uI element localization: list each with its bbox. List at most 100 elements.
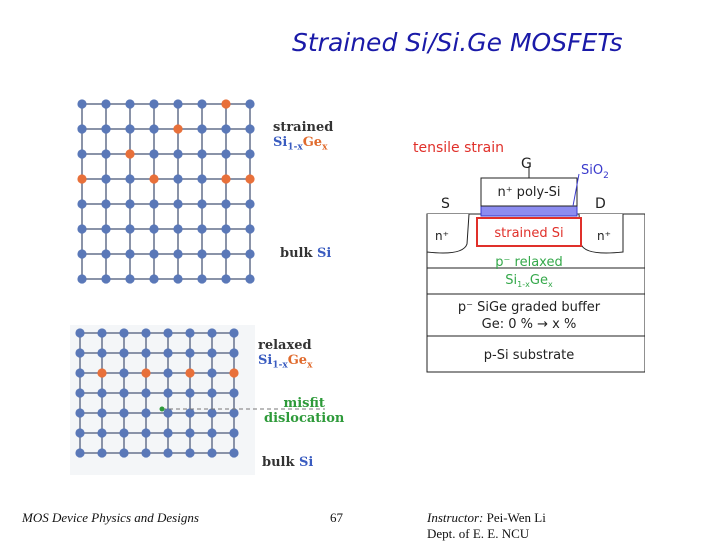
si-atom — [77, 99, 87, 109]
source-label: S — [441, 196, 450, 212]
si-atom — [77, 199, 87, 209]
si-atom — [75, 408, 85, 418]
si-atom — [221, 149, 231, 159]
ge-atom — [221, 99, 231, 109]
si-atom — [197, 124, 207, 134]
si-atom — [101, 249, 111, 259]
n-plus-right-label: n⁺ — [597, 229, 611, 243]
si-atom — [141, 408, 151, 418]
si-atom — [77, 249, 87, 259]
substrate-label: p-Si substrate — [484, 348, 574, 363]
si-atom — [119, 448, 129, 458]
si-atom — [163, 328, 173, 338]
strained-si-lattice-diagram — [77, 99, 255, 284]
si-atom — [185, 328, 195, 338]
si-atom — [119, 428, 129, 438]
ge-atom — [149, 174, 159, 184]
si-atom — [75, 348, 85, 358]
si-atom — [119, 408, 129, 418]
si-atom — [149, 149, 159, 159]
ge-atom — [77, 174, 87, 184]
si-atom — [163, 408, 173, 418]
si-atom — [197, 274, 207, 284]
si-atom — [221, 224, 231, 234]
footer-instructor: Instructor: Pei-Wen Li Dept. of E. E. NC… — [427, 510, 546, 541]
si-atom — [221, 124, 231, 134]
si-atom — [245, 274, 255, 284]
si-atom — [207, 448, 217, 458]
si-atom — [229, 388, 239, 398]
si-atom — [173, 174, 183, 184]
si-atom — [173, 149, 183, 159]
si-atom — [185, 448, 195, 458]
si-atom — [75, 368, 85, 378]
si-atom — [173, 99, 183, 109]
si-atom — [125, 99, 135, 109]
relaxed-line2-label: Si1-xGex — [505, 273, 553, 289]
si-atom — [221, 199, 231, 209]
si-atom — [101, 199, 111, 209]
si-atom — [197, 249, 207, 259]
si-atom — [197, 199, 207, 209]
si-atom — [125, 199, 135, 209]
si-atom — [229, 448, 239, 458]
si-atom — [245, 99, 255, 109]
si-atom — [185, 348, 195, 358]
si-atom — [221, 249, 231, 259]
relaxed-sige-lattice-diagram — [70, 325, 325, 475]
si-atom — [101, 174, 111, 184]
si-atom — [97, 448, 107, 458]
si-atom — [149, 199, 159, 209]
si-atom — [77, 124, 87, 134]
si-atom — [163, 388, 173, 398]
relaxed-label: relaxed Si1-xGex — [258, 338, 313, 371]
tensile-strain-label: tensile strain — [413, 140, 504, 156]
si-atom — [229, 408, 239, 418]
si-atom — [75, 388, 85, 398]
si-atom — [173, 199, 183, 209]
mosfet-cross-section-diagram: tensile strain G SiO2 S D n⁺ poly-Si n⁺ … — [405, 128, 645, 380]
si-atom — [97, 408, 107, 418]
si-atom — [141, 448, 151, 458]
si-atom — [97, 428, 107, 438]
misfit-dislocation-marker — [159, 406, 165, 412]
si-atom — [101, 124, 111, 134]
gate-oxide — [480, 205, 578, 217]
strained-label: strained Si1-xGex — [273, 120, 334, 153]
n-plus-left-label: n⁺ — [435, 229, 449, 243]
si-atom — [119, 388, 129, 398]
si-atom — [197, 149, 207, 159]
si-atom — [101, 224, 111, 234]
si-atom — [207, 348, 217, 358]
footer-course: MOS Device Physics and Designs — [22, 510, 199, 525]
si-atom — [207, 328, 217, 338]
ge-grading-label: Ge: 0 % → x % — [482, 317, 577, 332]
slide-title: Strained Si/Si.Ge MOSFETs — [292, 28, 623, 57]
ge-atom — [185, 368, 195, 378]
ge-atom — [125, 149, 135, 159]
si-atom — [163, 368, 173, 378]
sio2-label: SiO2 — [581, 163, 609, 181]
si-atom — [75, 448, 85, 458]
si-atom — [185, 388, 195, 398]
si-atom — [207, 368, 217, 378]
si-atom — [141, 348, 151, 358]
bulk-si-label-bottom: bulk Si — [262, 455, 314, 470]
ge-atom — [229, 368, 239, 378]
si-atom — [197, 174, 207, 184]
si-atom — [125, 224, 135, 234]
ge-atom — [141, 368, 151, 378]
bulk-si-label-top: bulk Si — [280, 246, 332, 261]
si-atom — [149, 224, 159, 234]
si-atom — [77, 274, 87, 284]
drain-label: D — [595, 196, 606, 212]
si-atom — [125, 174, 135, 184]
si-atom — [229, 348, 239, 358]
si-atom — [125, 274, 135, 284]
ge-atom — [173, 124, 183, 134]
ge-atom — [97, 368, 107, 378]
si-atom — [245, 149, 255, 159]
strained-si-channel — [476, 217, 582, 247]
graded-buffer-label: p⁻ SiGe graded buffer — [458, 300, 601, 315]
si-atom — [97, 388, 107, 398]
